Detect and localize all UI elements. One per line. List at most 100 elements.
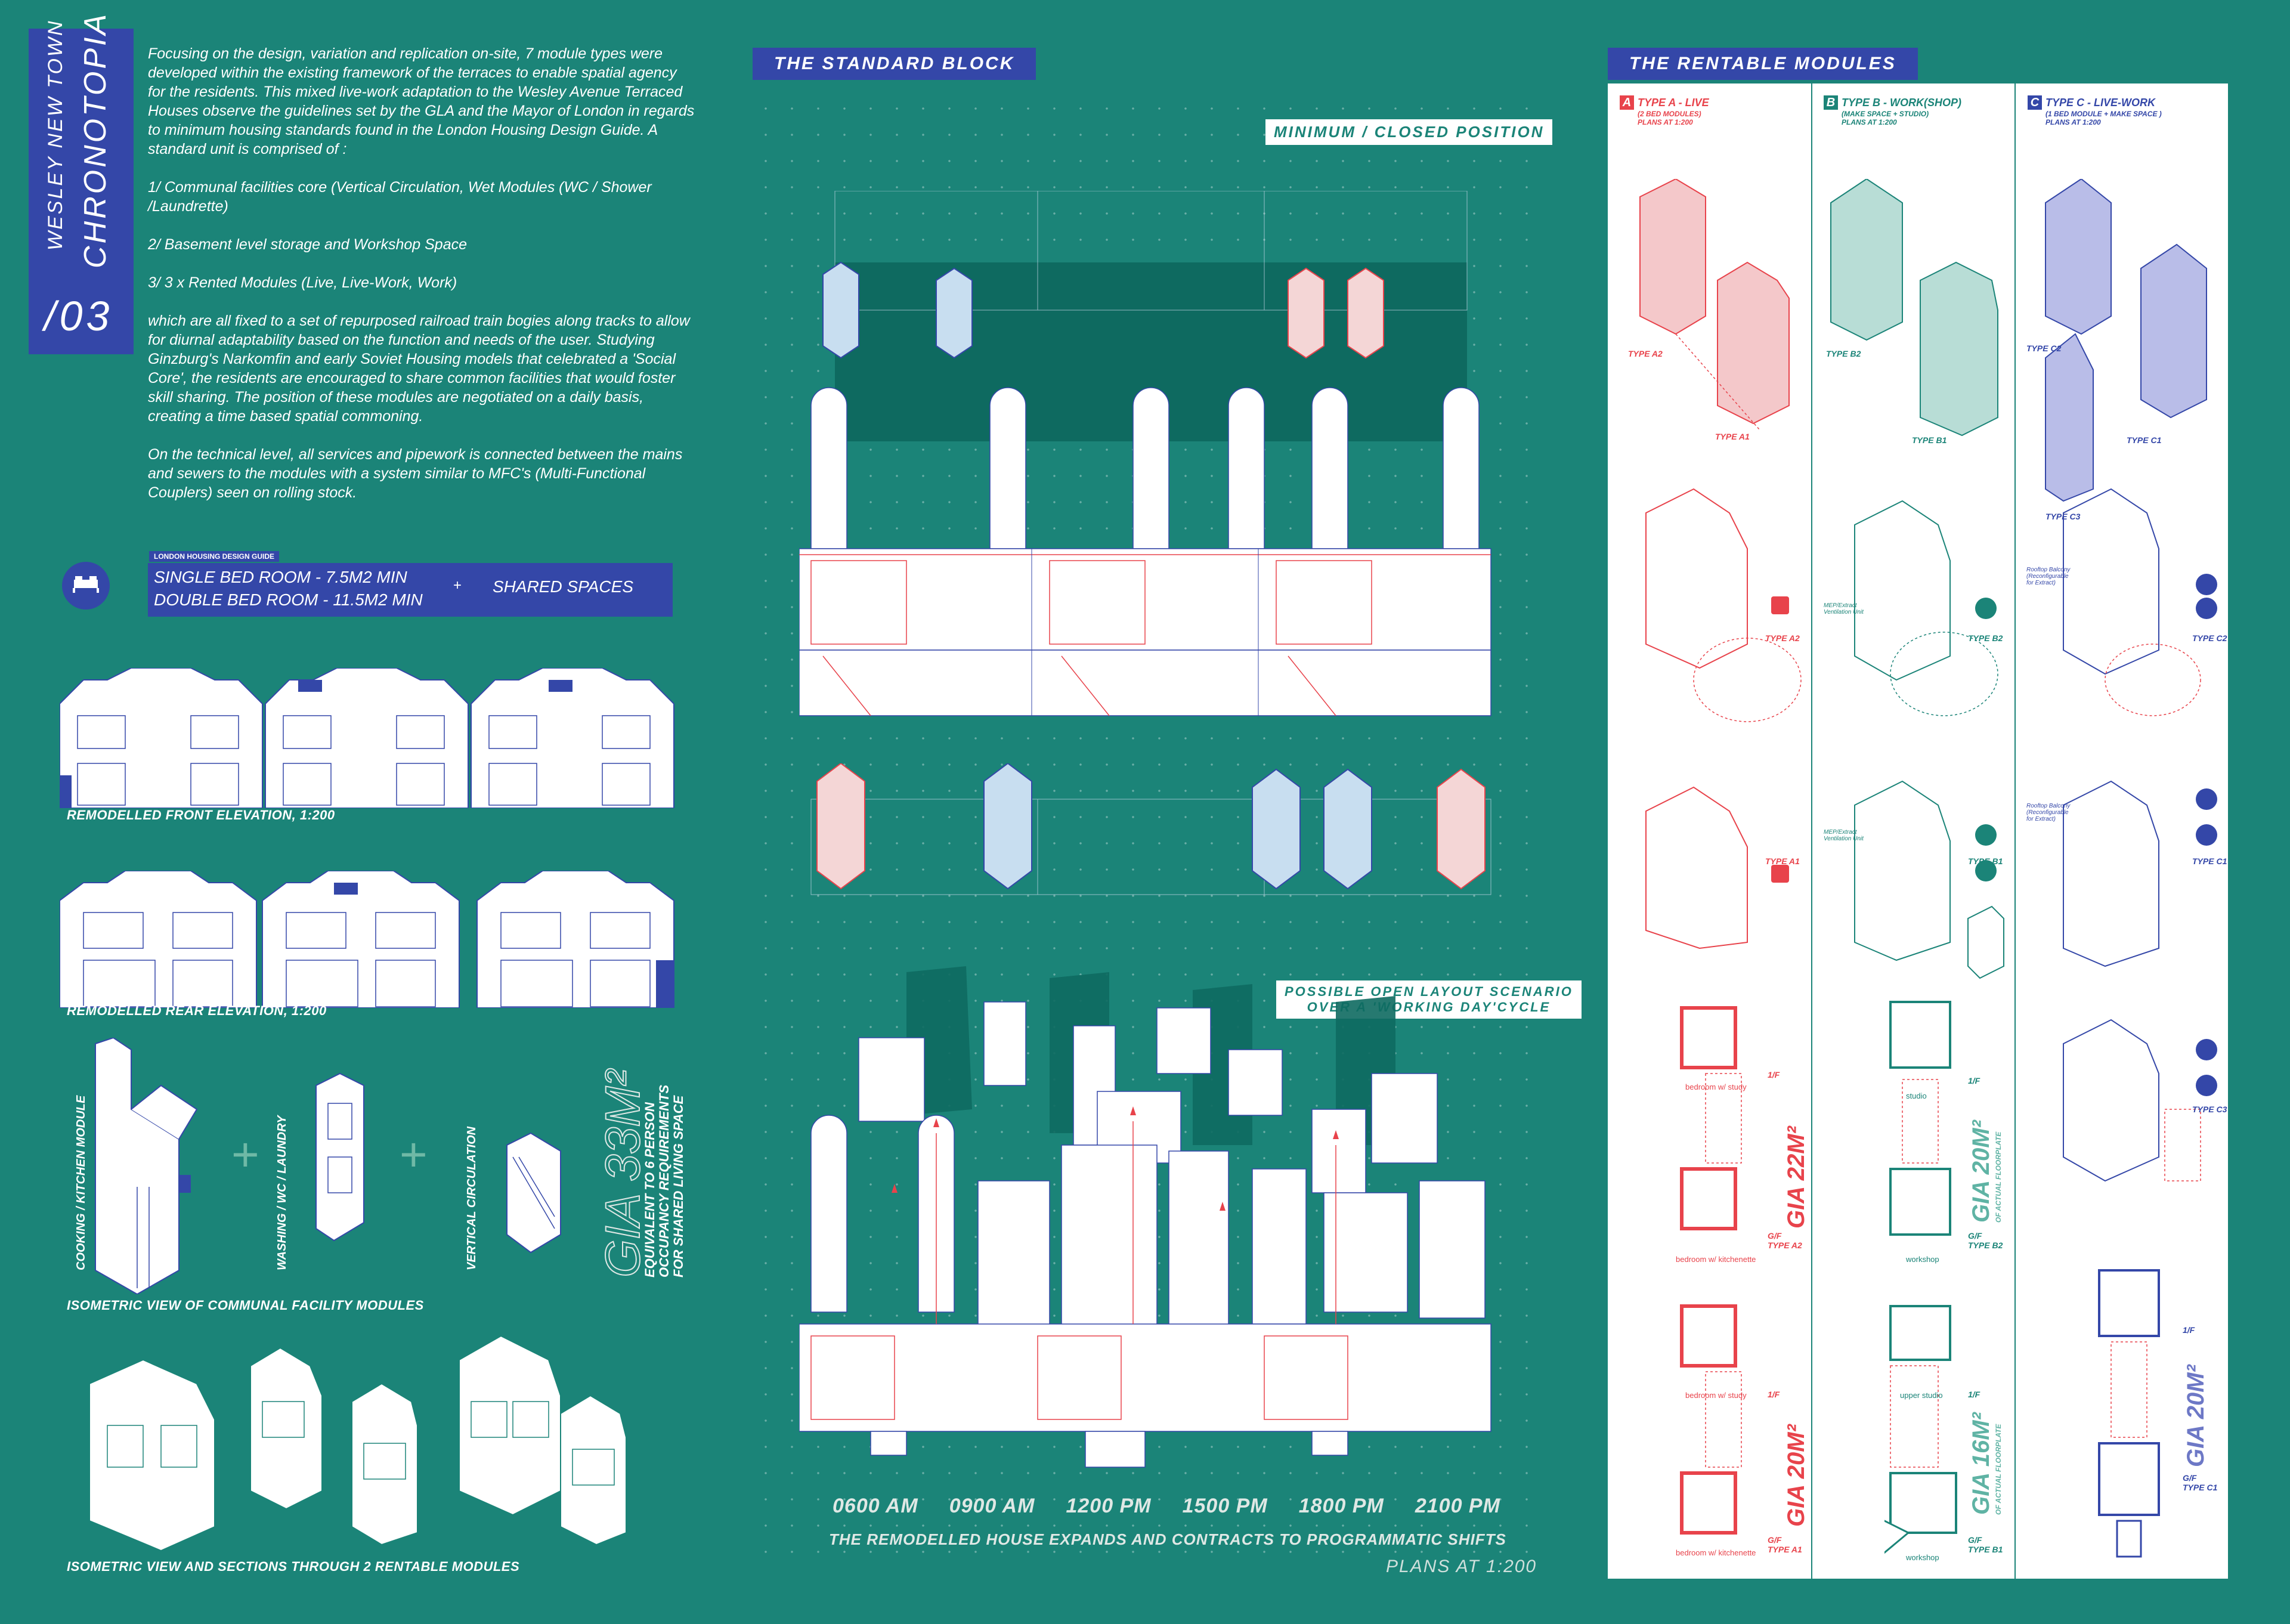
type-b-label-b2: TYPE B2 (1826, 349, 1861, 358)
type-a-plans (1680, 1006, 1742, 1535)
type-b-label-b1-section: TYPE B1 (1968, 856, 2003, 866)
type-a-room-2: bedroom w/ kitchenette (1676, 1255, 1756, 1264)
type-b-sub-1: (MAKE SPACE + STUDIO) (1842, 110, 1929, 118)
intro-text: Focusing on the design, variation and re… (148, 44, 697, 502)
type-c-letter: C (2028, 95, 2042, 110)
intro-item-1: 1/ Communal facilities core (Vertical Ci… (148, 179, 652, 215)
intro-paragraph-3: On the technical level, all services and… (148, 446, 683, 501)
type-b-floor-4: G/F (1968, 1535, 1982, 1545)
type-b-label-b2-section: TYPE B2 (1968, 633, 2003, 643)
title-name: CHRONOTOPIA (78, 11, 113, 268)
type-b-letter: B (1824, 95, 1838, 110)
rear-elevation-drawing (60, 871, 674, 1008)
guide-single: SINGLE BED ROOM - 7.5M2 MIN (154, 568, 407, 586)
time-label: 1800 PM (1298, 1495, 1384, 1517)
title-place: WESLEY NEW TOWN (44, 19, 67, 250)
type-a-letter: A (1620, 95, 1634, 110)
type-b-room-4: workshop (1906, 1553, 1939, 1562)
gia-main-note: EQUIVALENT TO 6 PERSON OCCUPANCY REQUIRE… (642, 1084, 686, 1277)
type-a-plan-type-2: TYPE A1 (1768, 1545, 1802, 1554)
caption-communal: ISOMETRIC VIEW OF COMMUNAL FACILITY MODU… (67, 1298, 424, 1313)
gia-main-line-2: OCCUPANCY REQUIREMENTS (657, 1084, 671, 1277)
type-c-label-c2-section: TYPE C2 (2192, 633, 2227, 643)
communal-label-vertical: VERTICAL CIRCULATION (465, 1126, 478, 1270)
front-elevation-drawing (60, 668, 674, 808)
time-label: 0900 AM (949, 1495, 1035, 1517)
gia-main-line-3: FOR SHARED LIVING SPACE (671, 1095, 686, 1277)
type-a-sub-1: (2 BED MODULES) (1638, 110, 1701, 118)
intro-item-2: 2/ Basement level storage and Workshop S… (148, 236, 468, 253)
type-b-floor-3: 1/F (1968, 1390, 1980, 1399)
type-b-gia-2-sub: OF ACTUAL FLOORPLATE (1994, 1424, 2003, 1515)
bed-icon (62, 562, 110, 610)
standard-block-tag: THE STANDARD BLOCK (753, 48, 1036, 80)
communal-label-washing: WASHING / WC / LAUNDRY (276, 1115, 289, 1270)
type-b-label-b1: TYPE B1 (1912, 435, 1947, 445)
type-a-floor-4: G/F (1768, 1535, 1782, 1545)
type-c-balcony-2: Rooftop Balcony (Reconfigurable for Extr… (2026, 803, 2071, 822)
time-label: 1200 PM (1066, 1495, 1152, 1517)
rentable-tag: THE RENTABLE MODULES (1608, 48, 1918, 80)
type-a-room-1: bedroom w/ study (1685, 1082, 1747, 1091)
type-a-room-4: bedroom w/ kitchenette (1676, 1548, 1756, 1557)
type-b-plan-type-1: TYPE B2 (1968, 1241, 2003, 1250)
time-label: 0600 AM (833, 1495, 918, 1517)
type-b-sub-2: PLANS AT 1:200 (1842, 118, 1897, 126)
guide-plus: + (453, 577, 462, 593)
type-a-label-a2-section: TYPE A2 (1765, 633, 1800, 643)
time-scale: 0600 AM 0900 AM 1200 PM 1500 PM 1800 PM … (833, 1495, 1500, 1518)
type-a-gia-2: GIA 20M² (1783, 1424, 1809, 1527)
type-b-gia-2: GIA 16M² (1968, 1412, 1994, 1515)
communal-plus-2: + (400, 1128, 428, 1181)
type-b-room-2: workshop (1906, 1255, 1939, 1264)
type-a-plan-type-1: TYPE A2 (1768, 1241, 1802, 1250)
type-a-sub-2: PLANS AT 1:200 (1638, 118, 1693, 126)
plans-scale: PLANS AT 1:200 (1386, 1557, 1537, 1576)
type-a-floor-2: G/F (1768, 1231, 1782, 1241)
type-a-label-a1-section: TYPE A1 (1765, 856, 1800, 866)
communal-plus-1: + (231, 1128, 259, 1181)
intro-item-3: 3/ 3 x Rented Modules (Live, Live-Work, … (148, 274, 457, 291)
type-b-gia-1: GIA 20M² (1968, 1120, 1994, 1223)
rentable-sections-drawing (89, 1336, 627, 1551)
type-a-gia-1: GIA 22M² (1783, 1126, 1809, 1229)
title-number: /03 (44, 293, 113, 339)
type-b-head: TYPE B - WORK(SHOP) (1842, 97, 1961, 109)
intro-paragraph-1: Focusing on the design, variation and re… (148, 45, 695, 157)
type-c-label-c3: TYPE C3 (2045, 512, 2081, 521)
type-a-isometrics (1639, 179, 1802, 949)
type-b-plans (1884, 1001, 1957, 1554)
gia-main-line-1: EQUIVALENT TO 6 PERSON (642, 1102, 657, 1277)
type-a-head: TYPE A - LIVE (1638, 97, 1709, 109)
type-b-room-1: studio (1906, 1091, 1927, 1100)
type-b-vent-2: MEP/Extract Ventilation Unit (1824, 829, 1864, 842)
type-a-label-a1: TYPE A1 (1715, 432, 1750, 441)
type-b-gia-1-sub: OF ACTUAL FLOORPLATE (1994, 1131, 2003, 1223)
type-c-sub-1: (1 BED MODULE + MAKE SPACE ) (2045, 110, 2162, 118)
type-c-head: TYPE C - LIVE-WORK (2045, 97, 2155, 109)
type-a-floor-1: 1/F (1768, 1070, 1780, 1079)
type-c-gia: GIA 20M² (2183, 1365, 2209, 1467)
type-c-label-c1-section: TYPE C1 (2192, 856, 2227, 866)
open-layout-plan (799, 966, 1491, 1468)
intro-paragraph-2: which are all fixed to a set of repurpos… (148, 313, 690, 425)
type-b-floor-2: G/F (1968, 1231, 1982, 1241)
time-label: 2100 PM (1415, 1495, 1500, 1517)
guide-box (148, 563, 673, 617)
guide-tag: LONDON HOUSING DESIGN GUIDE (149, 551, 280, 562)
closed-position-tag: MINIMUM / CLOSED POSITION (1265, 119, 1553, 145)
type-b-floor-1: 1/F (1968, 1076, 1980, 1085)
closed-position-plan (799, 191, 1491, 716)
type-a-floor-3: 1/F (1768, 1390, 1780, 1399)
type-c-isometrics (2045, 179, 2217, 1182)
guide-shared: SHARED SPACES (493, 577, 633, 596)
type-c-balcony-1: Rooftop Balcony (Reconfigurable for Extr… (2026, 567, 2071, 586)
communal-label-cooking: COOKING / KITCHEN MODULE (75, 1095, 88, 1270)
rentable-divider-2 (2014, 83, 2016, 1579)
title-box (29, 29, 134, 354)
communal-modules-drawing (95, 1038, 561, 1294)
type-b-plan-type-2: TYPE B1 (1968, 1545, 2003, 1554)
type-b-vent-1: MEP/Extract Ventilation Unit (1824, 602, 1864, 615)
type-c-plan-type: TYPE C1 (2183, 1483, 2218, 1492)
